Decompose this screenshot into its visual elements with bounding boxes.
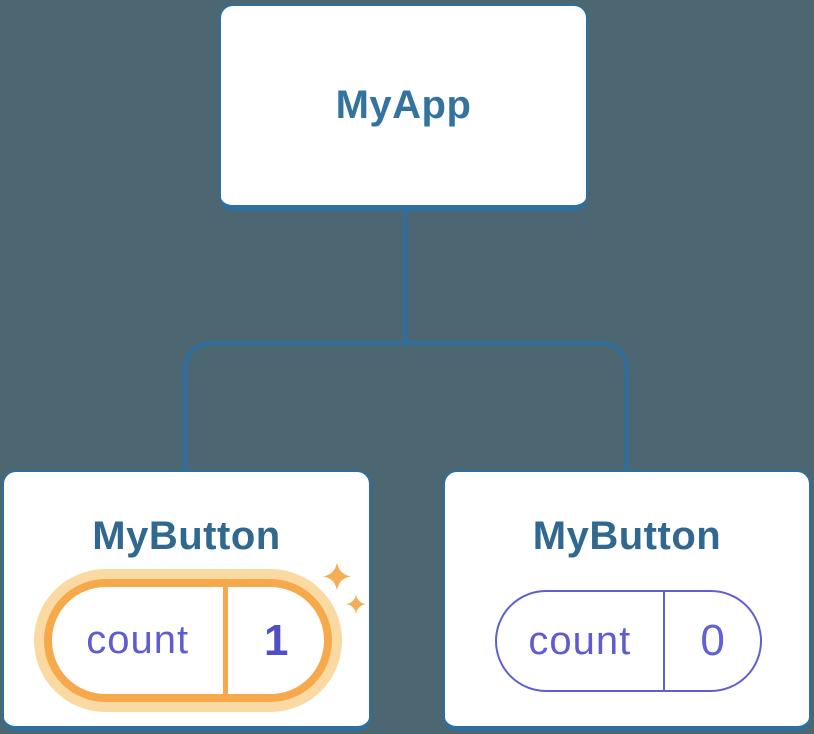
node-mybutton-left: MyButton count 1 [2, 470, 371, 731]
node-mybutton-right-label: MyButton [532, 514, 722, 558]
node-myapp-label: MyApp [335, 83, 472, 127]
state-pill-plain: count 0 [495, 590, 762, 692]
state-key-label: count [528, 618, 632, 663]
state-pill-divider [662, 592, 666, 690]
state-key-label: count [86, 618, 190, 662]
state-pill-divider [223, 587, 229, 694]
connector-root-line [403, 205, 407, 345]
connector-branch-bracket [183, 341, 629, 473]
state-value: 1 [263, 615, 289, 665]
state-value: 0 [700, 616, 725, 665]
node-mybutton-left-label: MyButton [92, 514, 281, 558]
state-pill-highlighted: count 1 [44, 579, 332, 702]
node-mybutton-right: MyButton count 0 [443, 470, 811, 731]
node-myapp: MyApp [219, 4, 588, 211]
